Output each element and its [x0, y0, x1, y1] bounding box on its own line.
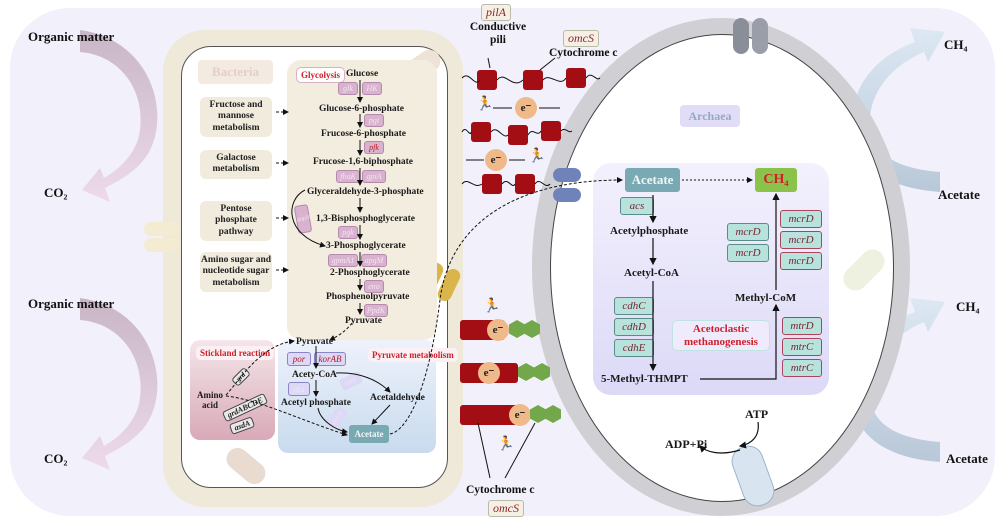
co2-label-bottom: CO₂	[44, 451, 68, 466]
metabolite-glucose: Glucose	[346, 69, 379, 79]
ch4-label-bottom: CH₄	[956, 299, 980, 314]
cytochrome-c-icon	[515, 174, 535, 194]
amino-acid-label: Amino acid	[196, 390, 223, 410]
membrane-channel-icon	[144, 238, 180, 252]
bacteria-acetate-box: Acetate	[349, 425, 389, 443]
membrane-protein-icon	[752, 18, 768, 54]
archaea-acetate-box: Acetate	[625, 168, 680, 192]
side-pathway-galactose: Galactose metabolism	[200, 150, 272, 179]
metabolite-glyceraldehyde-3-phosphate: Glyceraldehyde-3-phosphate	[307, 187, 424, 197]
gene-korab: korAB	[314, 352, 346, 366]
gene-pta: pta	[288, 382, 310, 396]
left-top-flux-arrow	[80, 30, 158, 202]
cytochrome-c-icon	[566, 68, 586, 88]
metabolite-phosphoenolpyruvate: Phosphenolpyruvate	[326, 292, 410, 302]
gene-pgk: pgk	[338, 226, 358, 239]
running-figure-icon: 🏃	[497, 437, 515, 452]
acetate-uptake-channel-icon	[553, 188, 581, 202]
gene-cdhd: cdhD	[614, 318, 654, 336]
side-pathway-fructose-mannose: Fructose and mannose metabolism	[200, 97, 272, 138]
cytochrome-c-label-top: Cytochrome c	[549, 47, 618, 59]
metabolite-archaea-acetyl-coa: Acetyl-CoA	[624, 267, 679, 279]
gene-pfk: pfk	[364, 141, 384, 154]
gene-mcrd: mcrD	[727, 244, 769, 262]
cytochrome-c-icon	[523, 70, 543, 90]
left-bottom-flux-arrow	[80, 298, 158, 470]
bacteria-title: Bacteria	[198, 60, 273, 84]
acetoclastic-methanogenesis-title: Acetoclastic methanogenesis	[672, 320, 770, 352]
gene-mcrd: mcrD	[780, 231, 822, 249]
gene-eno: eno	[364, 280, 384, 293]
running-figure-icon: 🏃	[528, 149, 546, 164]
acetate-label-bottom: Acetate	[946, 451, 988, 466]
conductive-pili-label: Conductive pili	[469, 21, 527, 47]
gene-omcs-bottom: omcS	[488, 500, 524, 517]
gene-gpia: gpiA	[362, 170, 386, 183]
metabolite-2-phosphoglycerate: 2-Phosphoglycerate	[330, 268, 410, 278]
cytochrome-c-icon	[541, 121, 561, 141]
ch4-label-top: CH₄	[944, 37, 968, 52]
atp-label: ATP	[745, 407, 769, 421]
cytochrome-c-icon	[477, 70, 497, 90]
electron-icon: e⁻	[509, 404, 531, 426]
archaea-title: Archaea	[680, 105, 740, 127]
gene-pila: pilA	[481, 4, 511, 21]
membrane-protein-icon	[733, 18, 749, 54]
metabolite-fructose-6-phosphate: Frucose-6-phosphate	[321, 129, 406, 139]
metabolite-methyl-com: Methyl-CoM	[735, 292, 797, 304]
glycolysis-title: Glycolysis	[296, 67, 346, 84]
gene-mcrd: mcrD	[780, 252, 822, 270]
gene-mtrc: mtrC	[782, 338, 822, 356]
acetate-uptake-channel-icon	[553, 168, 581, 182]
gene-apgm: apgM	[361, 254, 387, 267]
cytochrome-c-icon	[482, 174, 502, 194]
cytochrome-c-label-bottom: Cytochrome c	[466, 484, 535, 496]
gene-cdhc: cdhC	[614, 297, 654, 315]
gene-mcrd: mcrD	[727, 223, 769, 241]
stickland-title: Stickland reaction	[196, 346, 275, 361]
metabolite-3-phosphoglycerate: 3-Phosphoglycerate	[326, 241, 406, 251]
gene-por: por	[287, 352, 311, 366]
metabolite-pyruvate-glycolysis: Pyruvate	[345, 316, 382, 326]
gene-mtrd: mtrD	[782, 317, 822, 335]
organic-matter-label-bottom: Organic matter	[28, 296, 115, 311]
side-pathway-amino-sugar: Amino sugar and nucleotide sugar metabol…	[200, 252, 272, 293]
gene-hk: HK	[362, 82, 382, 95]
gene-mcrd: mcrD	[780, 210, 822, 228]
gene-pgi: pgi	[364, 114, 384, 127]
gene-gpma1: gpmA1	[328, 254, 358, 267]
metabolite-pyruvate: Pyruvate	[296, 337, 333, 347]
metabolite-acetylphosphate: Acetylphosphate	[610, 225, 689, 237]
running-figure-icon: 🏃	[476, 97, 494, 112]
gene-cdhe: cdhE	[614, 339, 654, 357]
running-figure-icon: 🏃	[483, 299, 501, 314]
acetate-label-top: Acetate	[938, 187, 980, 202]
metabolite-acetaldehyde: Acetaldehyde	[370, 393, 425, 403]
pyruvate-metabolism-title: Pyruvate metabolism	[368, 348, 458, 363]
co2-label-top: CO₂	[44, 185, 68, 200]
adp-pi-label: ADP+Pi	[665, 437, 708, 451]
electron-icon: e⁻	[478, 362, 500, 384]
gene-ppdk: PpdK	[364, 304, 388, 317]
metabolite-glucose-6-phosphate: Glucose-6-phosphate	[319, 104, 404, 114]
side-pathway-pentose-phosphate: Pentose phosphate pathway	[200, 201, 272, 242]
metabolite-acetyl-coa: Acety-CoA	[292, 370, 337, 380]
organic-matter-label-top: Organic matter	[28, 29, 115, 44]
membrane-channel-icon	[144, 222, 180, 236]
gene-omcs-top: omcS	[563, 30, 599, 47]
ch4-box: CH₄	[755, 168, 797, 192]
electron-icon: e⁻	[485, 149, 507, 171]
metabolite-5-methyl-thmpt: 5-Methyl-THMPT	[601, 373, 688, 385]
gene-acs: acs	[620, 197, 654, 215]
cytochrome-c-icon	[508, 125, 528, 145]
metabolite-1-3-bisphosphoglycerate: 1,3-Bisphosphoglycerate	[316, 214, 415, 224]
gene-glk: glk	[338, 82, 358, 95]
electron-icon: e⁻	[515, 97, 537, 119]
gene-fbak: fbaK	[336, 170, 360, 183]
gene-mtrc: mtrC	[782, 359, 822, 377]
electron-icon: e⁻	[487, 319, 509, 341]
metabolite-fructose-1-6-biphosphate: Frucose-1,6-biphosphate	[313, 157, 414, 167]
cytochrome-c-icon	[471, 122, 491, 142]
